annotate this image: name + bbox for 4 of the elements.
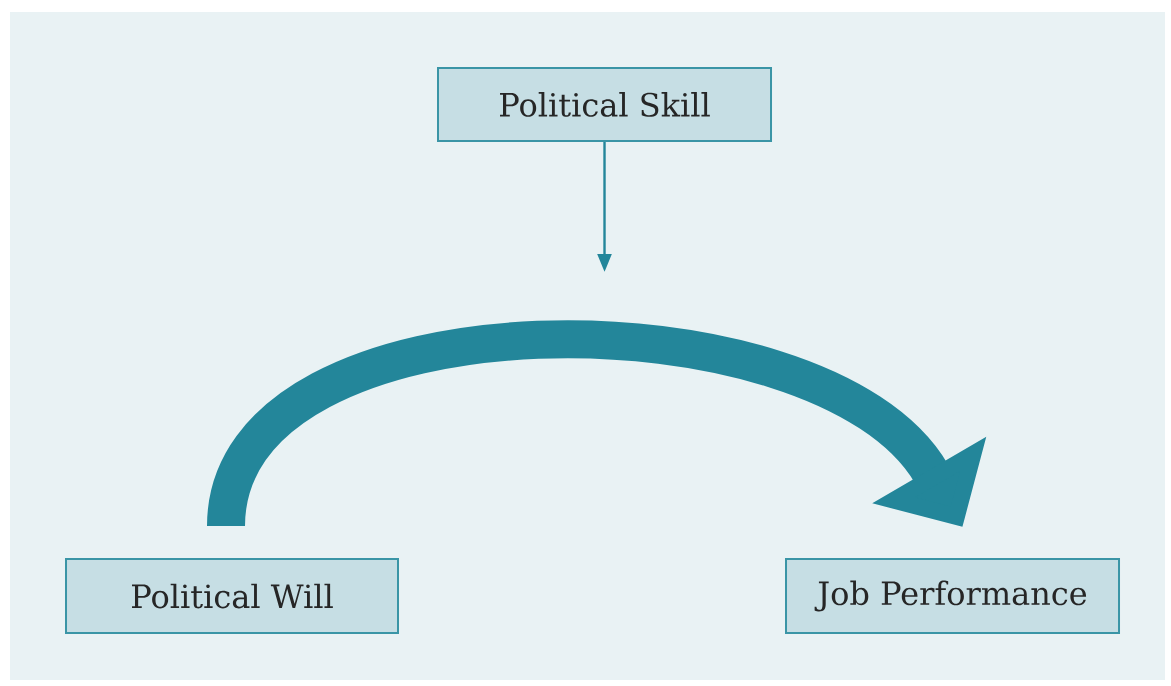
concept-box: Political Will: [65, 558, 399, 634]
concept-box: Job Performance: [785, 558, 1120, 634]
concept-box: Political Skill: [437, 67, 772, 142]
curved-arrow: [207, 320, 987, 530]
